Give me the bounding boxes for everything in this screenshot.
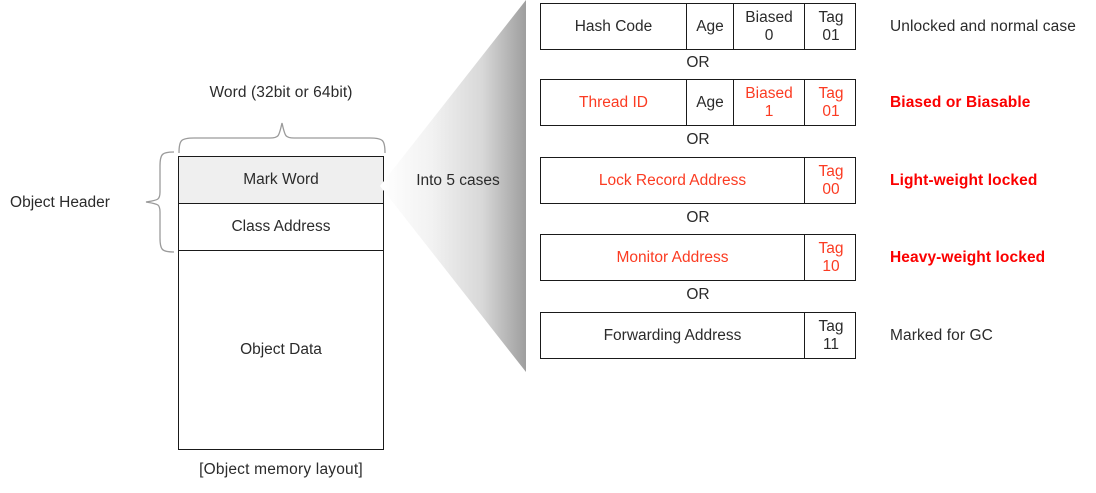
case-side-label: Marked for GC — [890, 327, 993, 344]
mark-word-case-box: Forwarding Address Tag 11 — [540, 312, 856, 359]
object-memory-layout-caption: [Object memory layout] — [199, 461, 363, 478]
word-size-caption: Word (32bit or 64bit) — [209, 84, 353, 101]
or-separator: OR — [686, 131, 710, 148]
mark-word-cell: Age — [686, 80, 733, 125]
or-separator: OR — [686, 286, 710, 303]
or-separator: OR — [686, 54, 710, 71]
mark-word-cell: Forwarding Address — [603, 326, 742, 344]
mark-word-cell: Tag 10 — [804, 235, 857, 280]
mark-word-case-box: Lock Record Address Tag 00 — [540, 157, 856, 204]
or-separator: OR — [686, 209, 710, 226]
mark-word-cell: Hash Code — [574, 17, 653, 35]
mark-word-cell: Thread ID — [579, 93, 648, 111]
case-side-label: Biased or Biasable — [890, 94, 1031, 111]
funnel-label: Into 5 cases — [416, 172, 500, 189]
mark-word-cell: Age — [686, 4, 733, 49]
mark-word-cell: Tag 01 — [804, 4, 857, 49]
mark-word-cell: Biased 0 — [733, 4, 804, 49]
mark-word-cell: Tag 01 — [804, 80, 857, 125]
mark-word-cell: Monitor Address — [616, 248, 729, 266]
mark-word-cell: Biased 1 — [733, 80, 804, 125]
funnel-arrow-icon — [380, 0, 526, 372]
object-header-label: Object Header — [10, 194, 110, 211]
object-header-brace — [145, 151, 175, 253]
memory-row-class-address: Class Address — [179, 204, 383, 251]
case-side-label: Unlocked and normal case — [890, 18, 1076, 35]
case-side-label: Heavy-weight locked — [890, 249, 1046, 266]
object-memory-box: Mark Word Class Address Object Data — [178, 156, 384, 450]
mark-word-case-box: Monitor Address Tag 10 — [540, 234, 856, 281]
mark-word-cell: Tag 11 — [804, 313, 857, 358]
mark-word-cell: Lock Record Address — [598, 171, 747, 189]
case-side-label: Light-weight locked — [890, 172, 1038, 189]
mark-word-cell: Tag 00 — [804, 158, 857, 203]
word-span-brace — [178, 122, 386, 154]
memory-row-mark-word: Mark Word — [179, 157, 383, 204]
memory-row-object-data: Object Data — [179, 251, 383, 449]
